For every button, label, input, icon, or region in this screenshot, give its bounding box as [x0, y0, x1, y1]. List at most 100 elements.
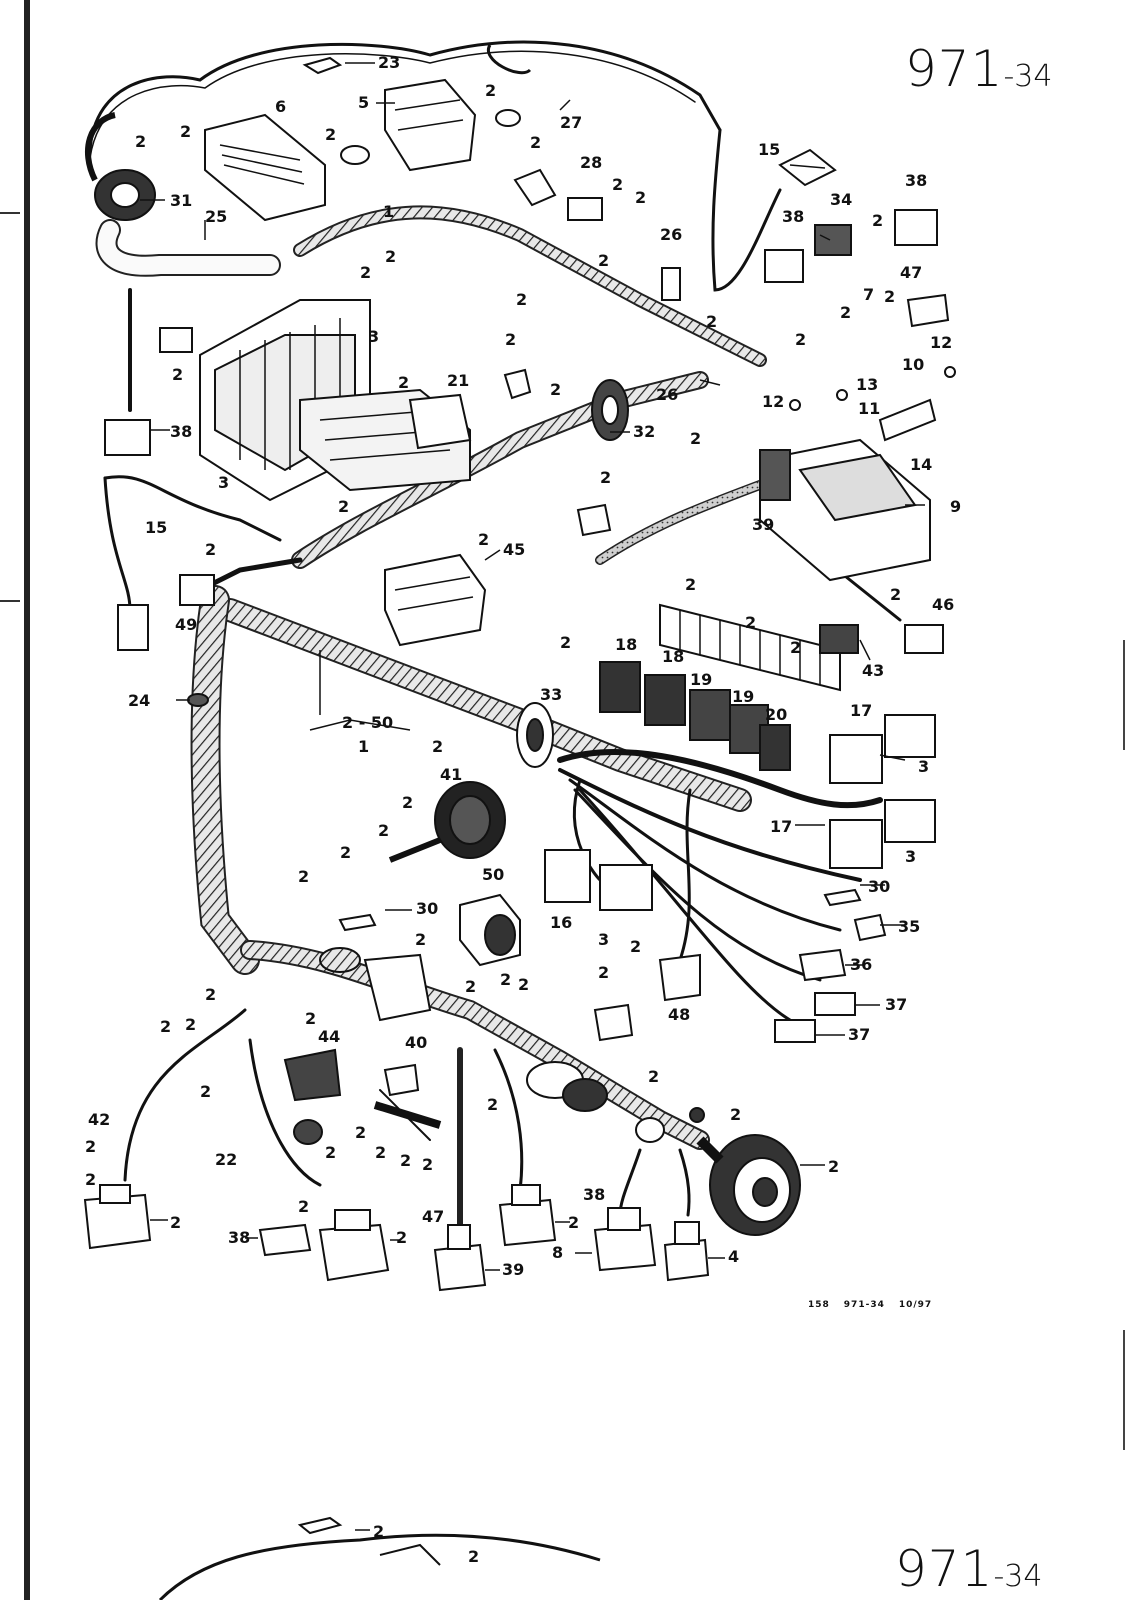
callout-3: 3: [598, 930, 609, 949]
callout-2: 2: [465, 977, 476, 996]
edge-tick: [0, 600, 20, 602]
callout-3: 3: [368, 327, 379, 346]
callout-2: 2: [200, 1082, 211, 1101]
connector-38: [433, 1224, 487, 1292]
relay-holder-16: [544, 849, 591, 903]
sleeve-lower: [635, 1117, 665, 1143]
grommet-32: [591, 379, 629, 441]
connector-50: [459, 893, 521, 967]
screw-12: [944, 366, 956, 378]
seal-ring: [495, 109, 521, 127]
callout-25: 25: [205, 207, 227, 226]
callout-18: 18: [662, 647, 684, 666]
connector-47: [906, 293, 950, 328]
callout-2: 2: [340, 843, 351, 862]
callout-2: 2: [884, 287, 895, 306]
connector-41: [388, 781, 506, 863]
callout-30: 30: [868, 877, 890, 896]
relay-19: [689, 689, 731, 741]
callout-39: 39: [752, 515, 774, 534]
repeat-clip-23: [297, 1516, 343, 1535]
callout-37: 37: [885, 995, 907, 1014]
connector-4: [318, 1209, 390, 1282]
callout-2: 2: [795, 330, 806, 349]
leader-lines: [140, 62, 925, 1531]
callout-3: 3: [218, 473, 229, 492]
edge-tick: [0, 212, 20, 214]
item-24: [187, 693, 209, 707]
callout-19: 19: [732, 687, 754, 706]
item-26: [661, 267, 681, 301]
callout-2: 2: [630, 937, 641, 956]
connector-45: [384, 553, 487, 647]
callout-6: 6: [275, 97, 286, 116]
grommet-33: [516, 702, 554, 768]
connector-48: [658, 953, 701, 1002]
callout-2: 2: [648, 1067, 659, 1086]
callout-2: 2: [325, 125, 336, 144]
callout-12: 12: [762, 392, 784, 411]
callout-2: 2: [516, 290, 527, 309]
connector-6: [204, 113, 326, 222]
binding-edge: [24, 0, 30, 1600]
fuse-strip: [659, 603, 841, 692]
callout-23: 2: [373, 1522, 384, 1541]
clamp-assembly: [319, 947, 432, 1022]
bracket-14: [878, 398, 937, 442]
item-21: [408, 393, 472, 450]
callout-2: 2: [560, 633, 571, 652]
callout-2: 2: [635, 188, 646, 207]
callout-2: 2: [398, 373, 409, 392]
callout-2: 2: [505, 330, 516, 349]
item-35: [853, 913, 887, 942]
callout-23: 23: [378, 53, 400, 72]
callout-34: 34: [830, 190, 852, 209]
callout-32: 32: [633, 422, 655, 441]
callout-33: 33: [540, 685, 562, 704]
relay-18: [644, 674, 686, 726]
connector-38: [894, 209, 938, 246]
sensor-plug-15: [117, 604, 149, 651]
callout-2: 2: [872, 211, 883, 230]
callout-2: 2: [400, 1151, 411, 1170]
sleeve-2: [593, 1003, 634, 1042]
repeat-harness: [158, 1533, 601, 1600]
repeat-connector: [379, 1543, 441, 1566]
callout-2: 2: [422, 1155, 433, 1174]
components: [83, 44, 956, 1600]
connector-42: [696, 1134, 801, 1236]
callout-2: 2: [485, 81, 496, 100]
callout-2: 2: [205, 540, 216, 559]
callout-2: 2: [600, 468, 611, 487]
figure-number: 971-34: [843, 1300, 885, 1310]
connector-46: [904, 624, 944, 654]
callout-47: 47: [900, 263, 922, 282]
callout-27: 27: [560, 113, 582, 132]
sleeve-2: [576, 503, 612, 537]
callout-2: 2: [378, 821, 389, 840]
relay-holder-17: [829, 734, 883, 784]
screw-12: [789, 399, 801, 411]
callout-17: 17: [850, 701, 872, 720]
callout-43: 43: [862, 661, 884, 680]
plug-2: [689, 1107, 705, 1123]
connector-49: [179, 574, 215, 606]
callout-9: 9: [950, 497, 961, 516]
callout-38: 38: [905, 171, 927, 190]
callout-11: 11: [858, 399, 880, 418]
callout-2: 47: [422, 1207, 444, 1226]
callout-2: 2: [385, 247, 396, 266]
callout-2: 2: [160, 1017, 171, 1036]
callout-36: 36: [850, 955, 872, 974]
sensor-15: [778, 148, 837, 187]
callout-50: 50: [482, 865, 504, 884]
connector-22: [83, 1184, 152, 1250]
plug-2: [503, 368, 532, 400]
callout-1: 1: [383, 202, 394, 221]
callout-49: 49: [175, 615, 197, 634]
cap-2: [513, 168, 557, 207]
callout-4: 2: [396, 1228, 407, 1247]
callout-26: 26: [660, 225, 682, 244]
callout-22: 2: [170, 1213, 181, 1232]
